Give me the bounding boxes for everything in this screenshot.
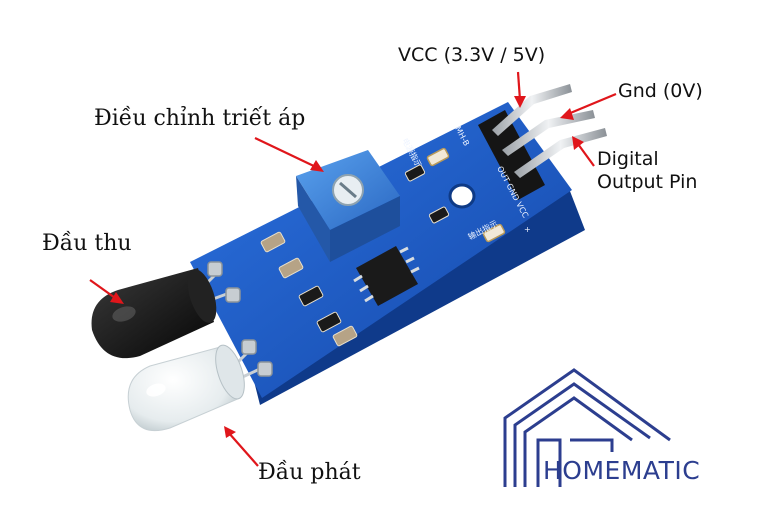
vcc-pin-label: VCC (3.3V / 5V): [398, 44, 546, 66]
digital-output-pin-label: Digital Output Pin: [597, 148, 697, 194]
emitter-label: Đầu phát: [258, 460, 361, 485]
header-pins: [492, 84, 607, 178]
gnd-pin-label: Gnd (0V): [618, 80, 703, 102]
receiver-led: [91, 268, 217, 359]
homematic-logo-text: HOMEMATIC: [543, 456, 701, 485]
digital-output-label-line2: Output Pin: [597, 170, 698, 193]
emitter-led: [127, 344, 245, 432]
potentiometer-label: Điều chỉnh triết áp: [94, 106, 306, 131]
receiver-label: Đầu thu: [42, 231, 132, 256]
solder-pads: [207, 261, 273, 377]
annotation-arrows: [89, 71, 617, 467]
mounting-hole: [448, 183, 476, 209]
digital-output-label-line1: Digital: [597, 148, 659, 170]
board-plus-text: +: [524, 225, 531, 234]
smd-components: [260, 164, 450, 347]
power-led: [426, 147, 450, 167]
homematic-logo-mark: [503, 368, 671, 487]
output-led: [482, 223, 506, 243]
board: [190, 102, 572, 398]
ic-chip: [353, 246, 420, 306]
